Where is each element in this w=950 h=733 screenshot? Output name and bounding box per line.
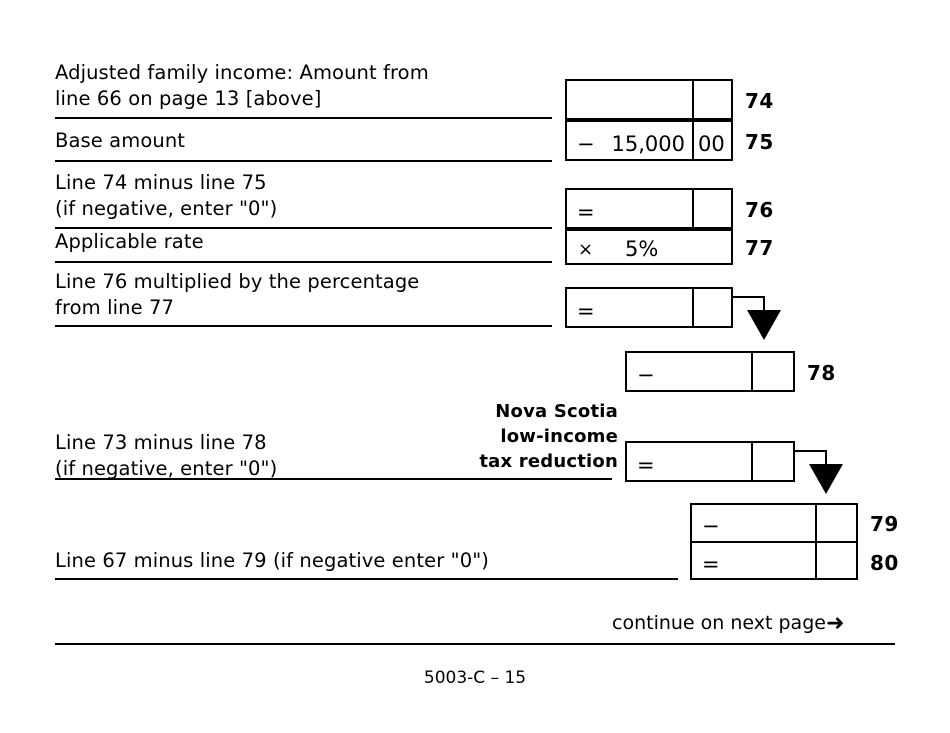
operator-78: − xyxy=(637,363,655,387)
amount-box-74[interactable] xyxy=(565,79,733,120)
cents-divider-76 xyxy=(692,190,694,227)
rule-line-77 xyxy=(55,261,552,263)
operator-73-minus-78: = xyxy=(637,453,655,477)
connector-horizontal-to-79 xyxy=(795,450,827,452)
amount-box-77-product[interactable]: = xyxy=(565,287,733,328)
line-number-75: 75 xyxy=(745,130,774,154)
label-line-75: Base amount xyxy=(55,129,186,152)
label-line-73-minus-78: Line 73 minus line 78 (if negative, ente… xyxy=(55,431,278,480)
rule-line-74 xyxy=(55,117,552,119)
cents-divider-75 xyxy=(692,122,694,159)
amount-box-79-80[interactable]: − = xyxy=(690,503,858,580)
section-title: Nova Scotia low-income tax reduction xyxy=(479,401,618,472)
connector-horizontal-to-78 xyxy=(733,296,765,298)
amount-box-78[interactable]: − xyxy=(625,351,795,392)
amount-box-75[interactable]: − 15,000 00 xyxy=(565,120,733,161)
label-line-77-product: Line 76 multiplied by the percentage fro… xyxy=(55,270,420,319)
operator-77-product: = xyxy=(577,299,595,323)
rule-line-75 xyxy=(55,160,552,162)
arrow-right-icon: ➜ xyxy=(825,611,845,636)
amount-box-76[interactable]: = xyxy=(565,188,733,229)
continue-next-page-note: continue on next page➜ xyxy=(612,613,844,635)
amount-box-77[interactable]: × 5% xyxy=(565,229,733,265)
cents-value-75[interactable]: 00 xyxy=(698,132,725,156)
form-code-footer: 5003-C – 15 xyxy=(423,668,527,688)
rule-line-76 xyxy=(55,227,552,229)
rule-line-80 xyxy=(55,578,678,580)
rule-line-73-minus-78 xyxy=(55,478,612,480)
operator-80: = xyxy=(702,552,720,576)
line-number-80: 80 xyxy=(870,551,899,575)
line-number-76: 76 xyxy=(745,198,774,222)
arrow-down-icon-to-78 xyxy=(747,310,781,340)
label-line-77: Applicable rate xyxy=(55,230,204,253)
cents-divider-78 xyxy=(751,353,753,390)
operator-75: − xyxy=(577,132,595,156)
label-line-80: Line 67 minus line 79 (if negative enter… xyxy=(55,549,489,572)
rate-value-77[interactable]: 5% xyxy=(625,237,659,261)
line-number-77: 77 xyxy=(745,236,774,260)
line-number-79: 79 xyxy=(870,512,899,536)
connector-vertical-to-79 xyxy=(825,450,827,467)
connector-vertical-to-78 xyxy=(763,296,765,313)
operator-79: − xyxy=(702,514,720,538)
cents-divider-77-product xyxy=(692,289,694,326)
footer-rule-top xyxy=(55,643,895,645)
amount-box-73-minus-78[interactable]: = xyxy=(625,441,795,482)
cents-divider-73-minus-78 xyxy=(751,443,753,480)
continue-next-page-label: continue on next page xyxy=(612,612,826,634)
arrow-down-icon-to-79 xyxy=(809,464,843,494)
label-line-76: Line 74 minus line 75 (if negative, ente… xyxy=(55,171,278,220)
line-number-78: 78 xyxy=(807,361,836,385)
rule-line-77-product xyxy=(55,325,552,327)
label-line-74: Adjusted family income: Amount from line… xyxy=(55,61,429,110)
amount-value-75[interactable]: 15,000 xyxy=(611,132,685,156)
cents-divider-74 xyxy=(692,81,694,118)
row-divider-79-80 xyxy=(692,541,856,543)
line-number-74: 74 xyxy=(745,89,774,113)
operator-77: × xyxy=(578,239,594,260)
operator-76: = xyxy=(577,200,595,224)
